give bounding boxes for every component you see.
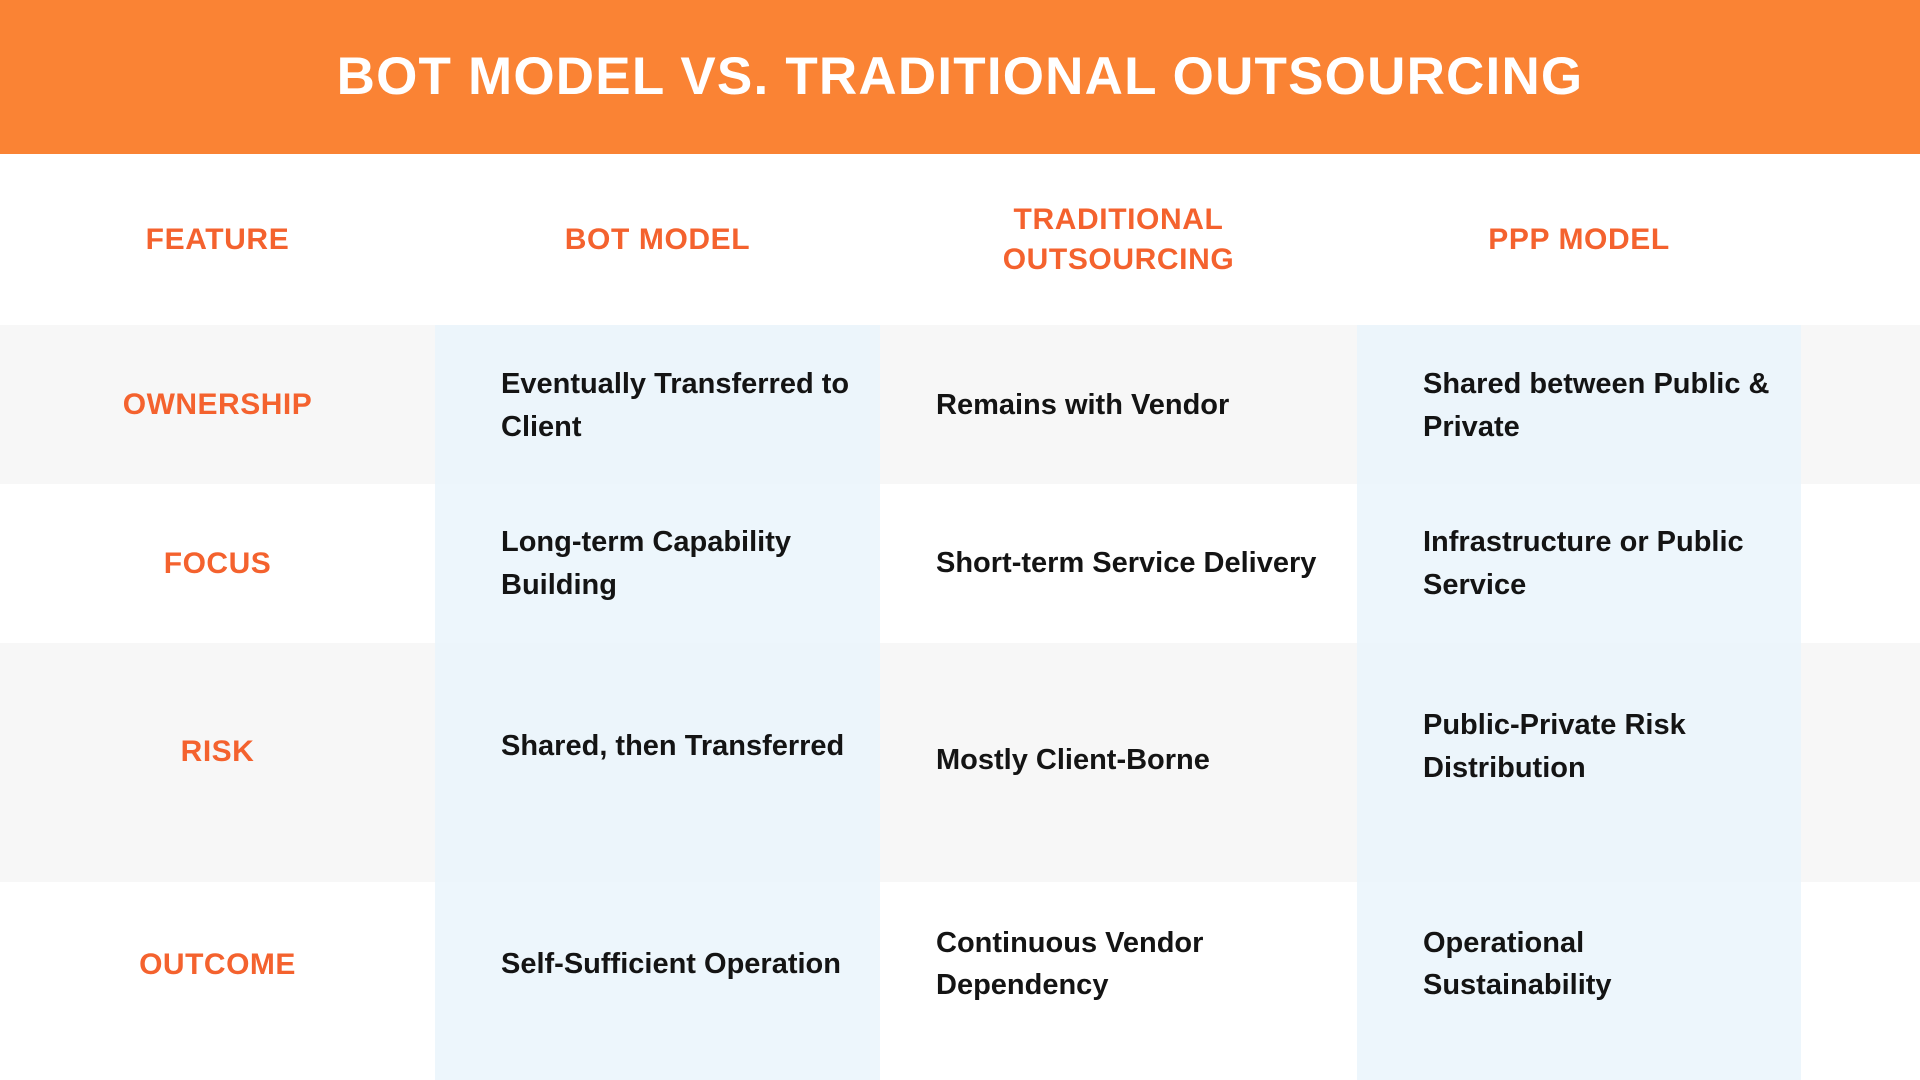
cell-spacer <box>1801 643 1920 882</box>
table-row: FOCUS Long-term Capability Building Shor… <box>0 484 1920 643</box>
column-highlight-ppp-model <box>1357 325 1801 1080</box>
column-header-traditional-outsourcing-text: TRADITIONAL OUTSOURCING <box>1002 202 1235 276</box>
column-header-feature: FEATURE <box>145 222 290 256</box>
row-label-ownership: OWNERSHIP <box>122 387 313 421</box>
cell-ownership-bot-model: Eventually Transferred to Client <box>501 368 850 443</box>
cell-ownership-traditional: Remains with Vendor <box>936 389 1230 422</box>
cell-ownership-ppp-model: Shared between Public & Private <box>1423 368 1770 443</box>
cell-focus-ppp-model: Infrastructure or Public Service <box>1423 526 1744 601</box>
column-header-spacer <box>1801 154 1920 325</box>
row-label-risk: RISK <box>180 734 255 768</box>
cell-outcome-ppp-model: Operational Sustainability <box>1423 926 1612 1001</box>
cell-risk-ppp-model: Public-Private Risk Distribution <box>1423 709 1686 784</box>
comparison-table: FEATURE BOT MODEL TRADITIONAL OUTSOURCIN… <box>0 154 1920 1080</box>
column-highlight-bot-model <box>435 325 880 1080</box>
cell-spacer <box>1801 325 1920 484</box>
cell-spacer <box>1801 882 1920 1080</box>
table-row: OWNERSHIP Eventually Transferred to Clie… <box>0 325 1920 484</box>
column-header-ppp-model: PPP MODEL <box>1488 222 1670 256</box>
cell-spacer <box>1801 484 1920 643</box>
table-row: RISK Shared, then Transferred Mostly Cli… <box>0 643 1920 882</box>
cell-risk-traditional: Mostly Client-Borne <box>936 744 1210 777</box>
page-title: BOT MODEL VS. TRADITIONAL OUTSOURCING <box>336 46 1584 106</box>
title-banner: BOT MODEL VS. TRADITIONAL OUTSOURCING <box>0 0 1920 154</box>
table-header-row: FEATURE BOT MODEL TRADITIONAL OUTSOURCIN… <box>0 154 1920 325</box>
cell-outcome-bot-model: Self-Sufficient Operation <box>501 947 841 980</box>
cell-focus-bot-model: Long-term Capability Building <box>501 526 792 601</box>
cell-focus-traditional: Short-term Service Delivery <box>936 547 1317 580</box>
table-row: OUTCOME Self-Sufficient Operation Contin… <box>0 882 1920 1080</box>
cell-risk-bot-model: Shared, then Transferred <box>501 730 845 763</box>
cell-outcome-traditional: Continuous Vendor Dependency <box>936 926 1204 1001</box>
row-label-focus: FOCUS <box>163 546 272 580</box>
column-header-traditional-outsourcing: TRADITIONAL OUTSOURCING <box>880 154 1357 325</box>
column-header-bot-model: BOT MODEL <box>564 222 751 256</box>
row-label-outcome: OUTCOME <box>139 948 296 981</box>
